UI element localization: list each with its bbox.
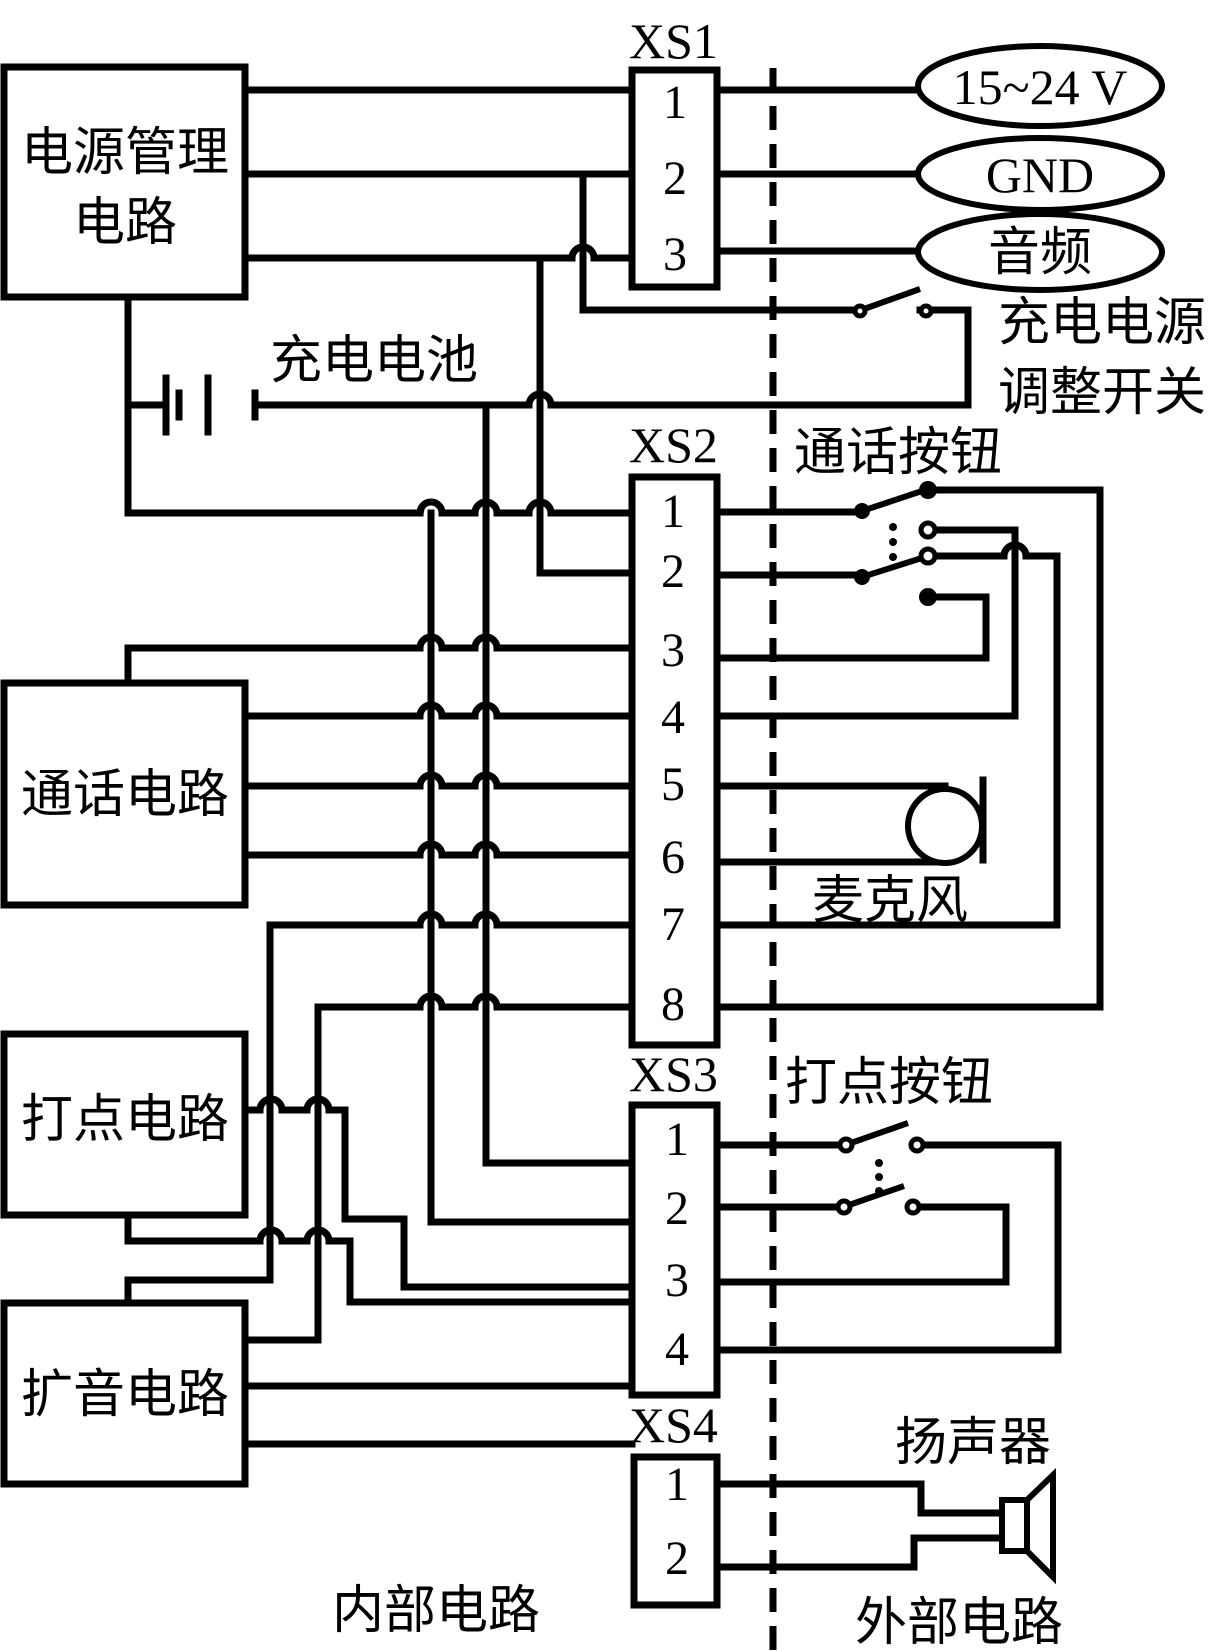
external-circuit-label: 外部电路	[855, 1593, 1063, 1651]
connector-xs4: XS4 1 2	[629, 1397, 721, 1609]
terminal-supply-label: 15~24 V	[953, 59, 1128, 115]
talk-circuit-block: 通话电路	[0, 679, 249, 909]
speaker-icon	[999, 1467, 1056, 1585]
xs2-pin-3: 3	[661, 624, 685, 677]
power-management-block: 电源管理 电路	[0, 63, 249, 301]
xs2-external-wires	[713, 486, 1104, 1011]
connector-xs1: XS1 1 2 3	[628, 13, 721, 291]
xs3-pin-1: 1	[665, 1113, 689, 1166]
connector-xs2: XS2 1 2 3 4 5 6 7 8	[628, 417, 721, 1049]
connector-xs4-label: XS4	[629, 1397, 718, 1453]
battery-label: 充电电池	[270, 331, 478, 391]
battery-icon	[162, 374, 259, 436]
terminal-audio: 音频	[915, 211, 1165, 293]
microphone-label: 麦克风	[812, 871, 968, 931]
talk-button-label: 通话按钮	[794, 423, 1002, 483]
xs2-pin-5: 5	[661, 758, 685, 811]
xs3-pin-2: 2	[665, 1182, 689, 1235]
amp-circuit-label: 扩音电路	[21, 1365, 229, 1425]
speaker-label: 扬声器	[895, 1413, 1051, 1473]
xs2-pin-2: 2	[661, 545, 685, 598]
xs4-pin-1: 1	[665, 1458, 689, 1511]
punch-button-label: 打点按钮	[785, 1053, 993, 1113]
microphone-icon	[905, 776, 987, 866]
xs1-external-wires	[713, 86, 924, 255]
talk-wires	[124, 633, 636, 1344]
terminal-supply: 15~24 V	[915, 43, 1165, 129]
terminal-audio-label: 音频	[988, 223, 1092, 283]
xs1-pin-3: 3	[663, 228, 687, 281]
xs3-pin-3: 3	[665, 1254, 689, 1307]
xs3-pin-4: 4	[665, 1323, 689, 1376]
punch-circuit-block: 打点电路	[0, 1030, 249, 1219]
xs2-pin-4: 4	[661, 691, 685, 744]
power-management-label-1: 电源管理	[21, 123, 229, 183]
xs2-pin-6: 6	[661, 831, 685, 884]
power-wires	[124, 86, 972, 1226]
charge-switch-label-2: 调整开关	[998, 363, 1206, 423]
xs2-pin-1: 1	[661, 485, 685, 538]
terminal-gnd-label: GND	[986, 147, 1094, 203]
terminal-gnd: GND	[915, 135, 1165, 213]
punch-wires	[124, 1095, 636, 1306]
charge-switch-label-1: 充电电源	[998, 293, 1206, 353]
power-management-label-2: 电路	[73, 193, 177, 253]
punch-circuit-label: 打点电路	[21, 1090, 229, 1150]
connector-xs1-label: XS1	[629, 13, 718, 69]
amp-circuit-block: 扩音电路	[0, 1299, 249, 1488]
xs2-pin-7: 7	[661, 898, 685, 951]
xs4-external-wires	[713, 1480, 1006, 1571]
connector-xs2-label: XS2	[629, 417, 718, 473]
talk-button-icon	[854, 481, 938, 606]
xs3-external-wires	[713, 1141, 1062, 1354]
talk-circuit-label: 通话电路	[21, 765, 229, 825]
connector-xs3: XS3 1 2 3 4	[628, 1046, 721, 1399]
xs4-pin-2: 2	[665, 1532, 689, 1585]
charge-switch-icon	[852, 286, 934, 319]
xs2-pin-8: 8	[661, 978, 685, 1031]
punch-button-icon	[835, 1120, 926, 1216]
xs1-pin-2: 2	[663, 152, 687, 205]
connector-xs3-label: XS3	[629, 1046, 718, 1102]
amp-wires	[241, 1382, 636, 1448]
xs1-pin-1: 1	[663, 76, 687, 129]
internal-circuit-label: 内部电路	[332, 1581, 540, 1641]
